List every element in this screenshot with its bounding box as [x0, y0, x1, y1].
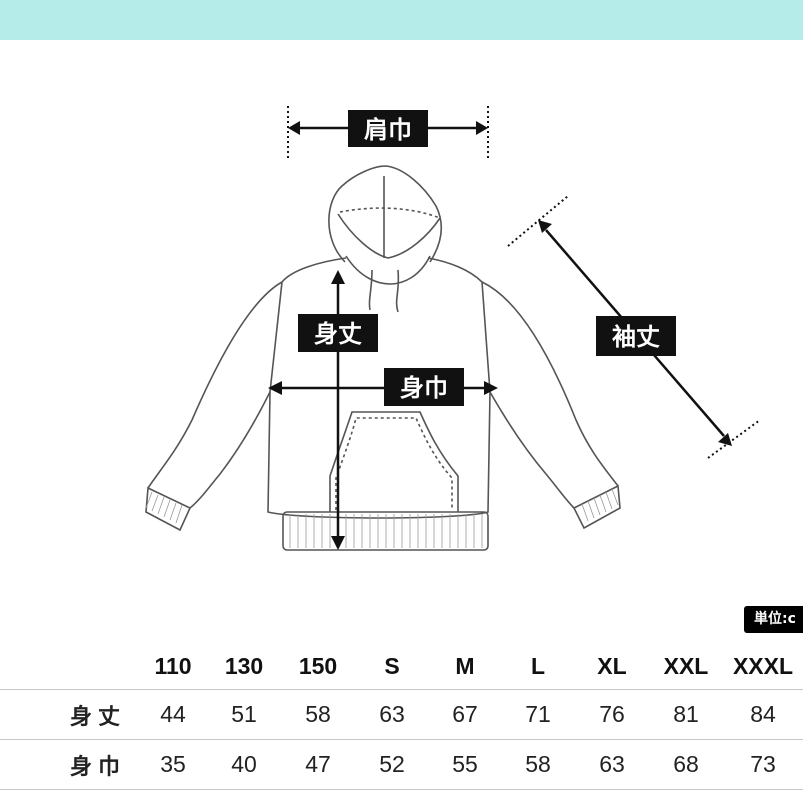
row-label: 身巾: [0, 740, 139, 790]
size-header: S: [355, 643, 429, 690]
table-cell: 73: [723, 740, 803, 790]
size-header: 150: [281, 643, 355, 690]
table-cell: 51: [207, 690, 281, 740]
table-cell: 63: [355, 690, 429, 740]
unit-badge: 単位:c: [744, 606, 803, 633]
table-cell: 67: [429, 690, 501, 740]
table-cell: 47: [281, 740, 355, 790]
size-header: XXXL: [723, 643, 803, 690]
size-header: L: [501, 643, 575, 690]
table-cell: 81: [649, 690, 723, 740]
width-label: 身巾: [400, 374, 448, 402]
table-cell: 52: [355, 740, 429, 790]
size-header: XL: [575, 643, 649, 690]
hoodie-size-diagram: 肩巾 身丈 身巾 袖丈: [0, 40, 803, 610]
table-row: 身巾 35 40 47 52 55 58 63 68 73: [0, 740, 803, 790]
table-row: 身丈 44 51 58 63 67 71 76 81 84: [0, 690, 803, 740]
size-header: 110: [139, 643, 207, 690]
size-header-row: 110 130 150 S M L XL XXL XXXL: [0, 643, 803, 690]
row-label: 身丈: [0, 690, 139, 740]
body-length-arrow: [331, 270, 345, 550]
table-cell: 55: [429, 740, 501, 790]
shoulder-label: 肩巾: [364, 116, 412, 144]
table-cell: 35: [139, 740, 207, 790]
table-cell: 68: [649, 740, 723, 790]
table-cell: 58: [501, 740, 575, 790]
sleeve-label: 袖丈: [612, 323, 660, 351]
table-cell: 40: [207, 740, 281, 790]
header-corner: [0, 643, 139, 690]
table-cell: 84: [723, 690, 803, 740]
table-cell: 58: [281, 690, 355, 740]
size-header: M: [429, 643, 501, 690]
table-cell: 76: [575, 690, 649, 740]
top-color-band: [0, 0, 803, 40]
length-label: 身丈: [314, 320, 362, 348]
table-cell: 63: [575, 740, 649, 790]
size-header: XXL: [649, 643, 723, 690]
size-header: 130: [207, 643, 281, 690]
table-cell: 44: [139, 690, 207, 740]
table-cell: 71: [501, 690, 575, 740]
size-table: 110 130 150 S M L XL XXL XXXL 身丈 44 51 5…: [0, 643, 803, 812]
table-row-cutoff: [0, 790, 803, 812]
